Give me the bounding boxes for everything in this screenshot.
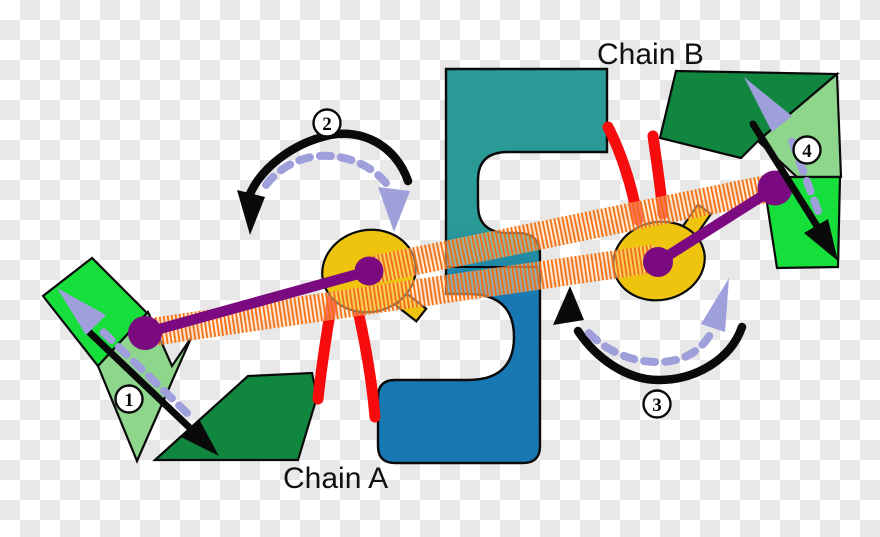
chain-b-label: Chain B [597,38,704,71]
pivot-dot-left-distal [128,316,162,350]
step-marker-3-circle [642,389,672,419]
motion-arrow-4-ghost-head-icon [744,77,792,132]
step-marker-2-circle [312,108,342,138]
hatched-band-lower [150,244,658,346]
lever-right [652,182,781,268]
rotation-arrow-3-ghost-head-icon [701,278,729,332]
step-marker-2-number: 2 [322,114,332,135]
step-marker-1: 1 [114,384,144,414]
rotation-arrow-3-black-head-icon [553,286,584,325]
pivot-dot-right-center [643,247,673,277]
hatched-band-upper [373,173,781,283]
motion-arrow-1-ghost-head-icon [57,288,106,335]
step-marker-4-circle [792,135,822,165]
rotation-arrow-2-black-head-icon [237,190,265,235]
motion-arrow-4-black [749,120,821,230]
step-marker-4: 4 [792,135,822,165]
step-marker-4-number: 4 [802,141,812,162]
rotation-arrow-3-ghost [585,327,716,367]
pivot-dot-left-center [354,256,384,286]
rotation-arrow-3-black [573,322,747,385]
motion-arrow-1-ghost [94,323,191,417]
step-marker-3: 3 [642,389,672,419]
step-marker-1-circle [114,384,144,414]
step-marker-3-number: 3 [652,395,662,416]
lever-left [139,265,375,339]
step-marker-2: 2 [312,108,342,138]
motion-arrow-1-black [84,327,196,434]
rotation-arrow-2-ghost-head-icon [378,187,410,232]
rotation-arrow-2-ghost [262,151,393,191]
step-marker-1-number: 1 [124,390,134,411]
red-loop-left-b [350,296,381,423]
motion-arrow-4-black-head-icon [804,219,838,261]
chain-a-label: Chain A [283,462,388,495]
chain-b-domain-dark [658,69,840,160]
motion-arrow-1-black-head-icon [181,419,219,456]
